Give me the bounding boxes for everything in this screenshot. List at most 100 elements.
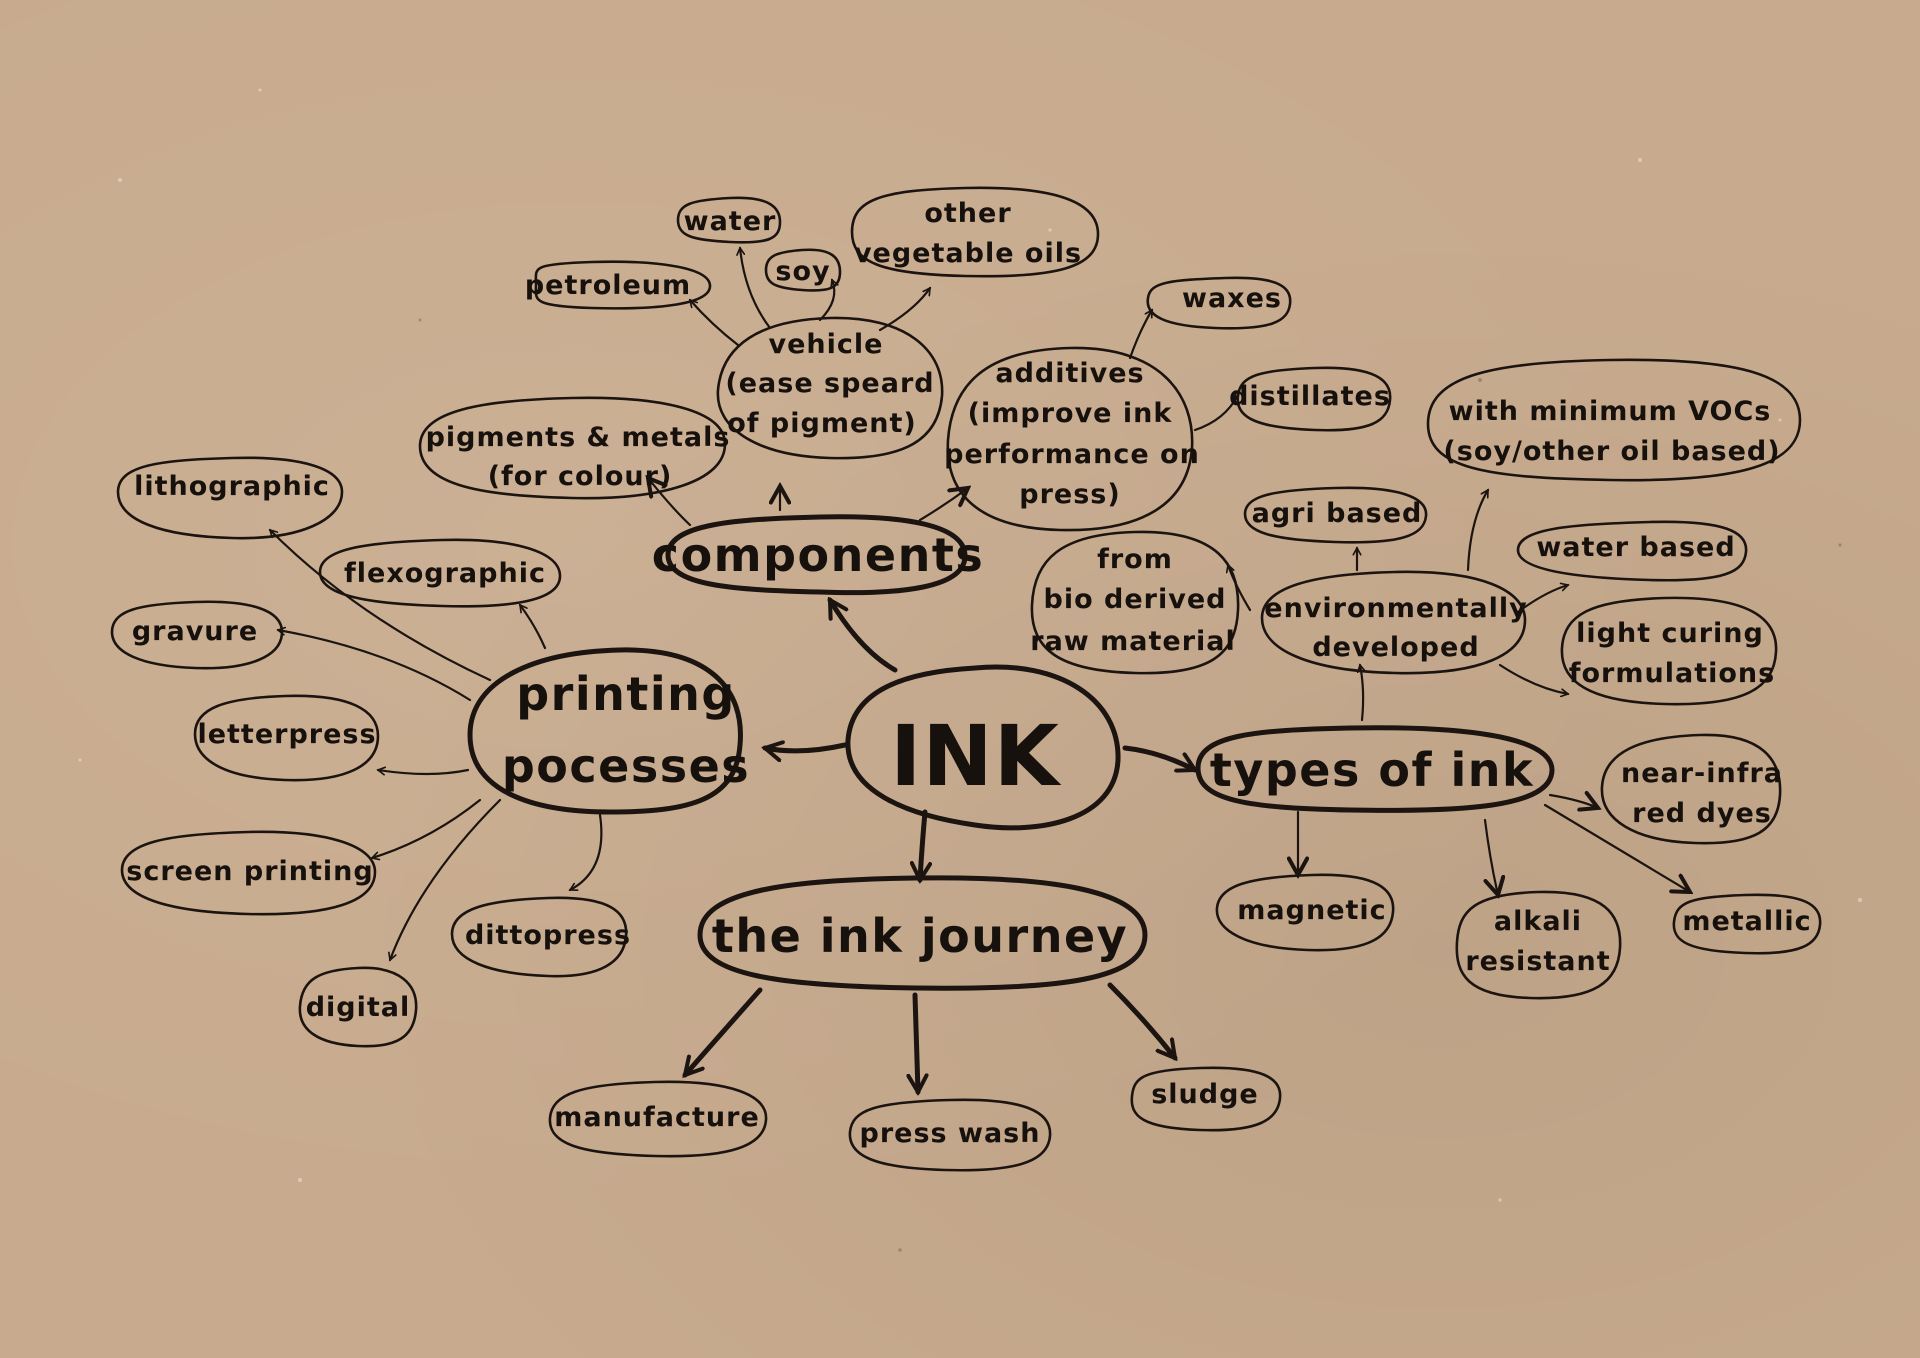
arrow-components-additives <box>918 488 968 522</box>
node-magnetic[interactable]: magnetic <box>1215 873 1395 952</box>
node-additives[interactable]: additives (improve ink performance on pr… <box>944 346 1200 532</box>
node-distillates[interactable]: distillates <box>1229 366 1392 432</box>
arrow-ink-printing <box>765 745 848 751</box>
node-printing-processes-line-1: printing <box>516 667 736 721</box>
node-other-oils-line-2: vegetable oils <box>854 238 1082 269</box>
node-pigments[interactable]: pigments & metals (for colour) <box>418 396 731 500</box>
arrow-types-env <box>1360 665 1363 722</box>
node-digital[interactable]: digital <box>298 966 418 1048</box>
node-letterpress-label: letterpress <box>197 719 376 750</box>
node-near-infra-line-2: red dyes <box>1632 798 1772 829</box>
node-min-vocs-line-2: (soy/other oil based) <box>1443 436 1780 467</box>
node-press-wash-label: press wash <box>860 1118 1041 1149</box>
node-additives-line-3: performance on <box>944 439 1200 470</box>
node-gravure[interactable]: gravure <box>110 600 284 670</box>
node-manufacture[interactable]: manufacture <box>548 1080 768 1158</box>
node-env-developed-line-1: environmentally <box>1264 593 1527 624</box>
arrow-printing-letterpress <box>378 770 470 774</box>
node-ink-journey-label: the ink journey <box>712 909 1128 963</box>
node-alkali-line-2: resistant <box>1465 946 1610 977</box>
arrow-types-metallic <box>1543 803 1690 892</box>
node-min-vocs-line-1: with minimum VOCs <box>1449 396 1772 427</box>
arrow-vehicle-petroleum <box>690 300 740 347</box>
arrow-types-nearinfra <box>1548 795 1598 808</box>
node-vehicle[interactable]: vehicle (ease speard of pigment) <box>716 316 944 460</box>
node-water-based[interactable]: water based <box>1516 520 1748 582</box>
node-additives-line-4: press) <box>1019 479 1120 510</box>
node-pigments-line-2: (for colour) <box>488 461 673 492</box>
arrow-vehicle-water <box>740 248 772 330</box>
node-digital-label: digital <box>306 992 411 1023</box>
arrow-journey-presswash <box>915 992 918 1092</box>
node-metallic[interactable]: metallic <box>1672 893 1822 955</box>
node-letterpress[interactable]: letterpress <box>193 694 380 782</box>
arrow-journey-manufacture <box>685 987 763 1075</box>
node-env-developed-line-2: developed <box>1312 632 1479 663</box>
node-near-infra-line-1: near-infra <box>1621 758 1783 789</box>
arrow-additives-distillates <box>1193 395 1240 432</box>
arrow-printing-screen <box>372 798 482 858</box>
node-screen-printing-label: screen printing <box>126 856 373 887</box>
node-waxes[interactable]: waxes <box>1146 276 1292 330</box>
node-alkali-line-1: alkali <box>1494 906 1582 937</box>
node-env-developed[interactable]: environmentally developed <box>1260 570 1528 675</box>
node-bio-derived-line-1: from <box>1097 544 1173 575</box>
arrow-printing-flexographic <box>518 605 547 650</box>
node-manufacture-label: manufacture <box>554 1102 760 1133</box>
node-flexographic[interactable]: flexographic <box>318 538 562 608</box>
node-light-curing-line-2: formulations <box>1569 658 1775 689</box>
node-dittopress-label: dittopress <box>465 920 631 951</box>
node-water-based-label: water based <box>1536 532 1735 563</box>
node-water[interactable]: water <box>676 196 782 244</box>
node-other-oils[interactable]: other vegetable oils <box>850 186 1100 278</box>
node-alkali[interactable]: alkali resistant <box>1455 890 1622 1000</box>
node-agri-based-label: agri based <box>1252 498 1423 529</box>
node-min-vocs[interactable]: with minimum VOCs (soy/other oil based) <box>1426 358 1802 482</box>
node-ink[interactable]: INK <box>845 664 1121 831</box>
node-sludge-label: sludge <box>1151 1079 1259 1110</box>
arrow-vehicle-other-oils <box>878 288 932 332</box>
node-magnetic-label: magnetic <box>1237 895 1386 926</box>
node-near-infra[interactable]: near-infra red dyes <box>1600 733 1783 845</box>
node-water-label: water <box>684 206 777 237</box>
arrow-types-alkali <box>1485 818 1498 895</box>
node-bio-derived[interactable]: from bio derived raw material <box>1030 530 1240 675</box>
node-dittopress[interactable]: dittopress <box>450 896 631 978</box>
node-vehicle-line-2: (ease speard <box>725 368 934 399</box>
arrow-ink-components <box>827 600 898 673</box>
node-additives-line-1: additives <box>995 358 1144 389</box>
node-bio-derived-line-3: raw material <box>1030 626 1236 657</box>
node-pigments-line-1: pigments & metals <box>426 422 731 453</box>
node-additives-line-2: (improve ink <box>968 398 1173 429</box>
node-printing-processes-line-2: pocesses <box>502 739 750 793</box>
node-printing-processes[interactable]: printing pocesses <box>467 647 750 815</box>
node-waxes-label: waxes <box>1182 283 1282 314</box>
node-lithographic[interactable]: lithographic <box>116 456 344 540</box>
arrow-vehicle-soy <box>818 280 834 322</box>
node-sludge[interactable]: sludge <box>1130 1066 1282 1132</box>
node-press-wash[interactable]: press wash <box>848 1098 1052 1172</box>
node-types-of-ink[interactable]: types of ink <box>1195 725 1555 813</box>
node-petroleum[interactable]: petroleum <box>525 260 712 310</box>
arrow-printing-lithographic <box>270 530 492 682</box>
node-ink-journey[interactable]: the ink journey <box>697 875 1148 991</box>
arrow-printing-digital <box>390 798 502 960</box>
arrow-printing-gravure <box>278 630 472 702</box>
node-other-oils-line-1: other <box>924 198 1011 229</box>
node-vehicle-line-1: vehicle <box>769 329 884 360</box>
node-lithographic-label: lithographic <box>134 471 330 502</box>
node-metallic-label: metallic <box>1682 906 1811 937</box>
node-light-curing-line-1: light curing <box>1576 618 1764 649</box>
node-soy[interactable]: soy <box>764 248 842 292</box>
node-types-of-ink-label: types of ink <box>1210 743 1534 797</box>
node-screen-printing[interactable]: screen printing <box>120 830 377 916</box>
arrow-journey-sludge <box>1107 982 1175 1058</box>
arrow-components-pigments <box>648 478 692 527</box>
node-components[interactable]: components <box>652 514 984 596</box>
node-agri-based[interactable]: agri based <box>1243 486 1428 544</box>
node-light-curing[interactable]: light curing formulations <box>1560 596 1778 706</box>
node-vehicle-line-3: of pigment) <box>727 408 917 439</box>
node-bio-derived-line-2: bio derived <box>1044 584 1227 615</box>
